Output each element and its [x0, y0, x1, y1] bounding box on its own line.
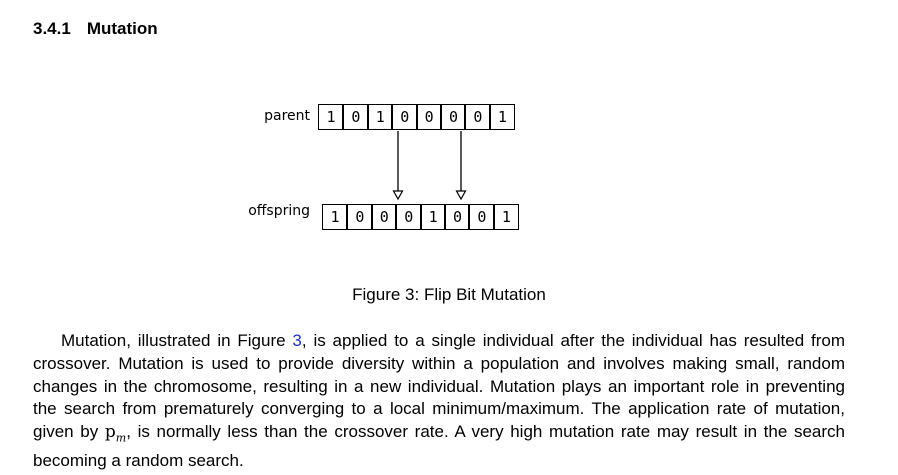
section-number: 3.4.1: [33, 19, 71, 38]
offspring-bit-8: 1: [492, 204, 519, 230]
parent-bit-5: 0: [415, 104, 442, 130]
parent-bit-3: 1: [366, 104, 393, 130]
figure-reference-link[interactable]: 3: [292, 331, 302, 350]
mutation-arrows: [392, 131, 467, 201]
section-heading: 3.4.1 Mutation: [33, 19, 158, 39]
parent-bit-6: 0: [440, 104, 467, 130]
para-text-3: , is normally less than the crossover ra…: [33, 422, 845, 471]
mutation-arrow-2: [455, 131, 467, 201]
body-paragraph: Mutation, illustrated in Figure 3, is ap…: [33, 330, 845, 473]
parent-bit-4: 0: [391, 104, 418, 130]
section-title: Mutation: [86, 19, 158, 38]
offspring-bit-6: 0: [444, 204, 471, 230]
parent-bit-8: 1: [488, 104, 515, 130]
offspring-bit-5: 1: [419, 204, 446, 230]
mutation-rate-symbol: pm: [104, 422, 127, 445]
figure-caption: Figure 3: Flip Bit Mutation: [352, 285, 546, 304]
parent-bit-2: 0: [342, 104, 369, 130]
parent-label: parent: [264, 108, 310, 124]
offspring-bit-4: 0: [395, 204, 422, 230]
offspring-label: offspring: [248, 203, 310, 219]
para-text-1: Mutation, illustrated in Figure: [61, 331, 293, 350]
mutation-arrow-1: [392, 131, 404, 201]
offspring-bit-3: 0: [370, 204, 397, 230]
para-text-2: , is applied to a single individual afte…: [33, 331, 845, 442]
offspring-bit-7: 0: [468, 204, 495, 230]
